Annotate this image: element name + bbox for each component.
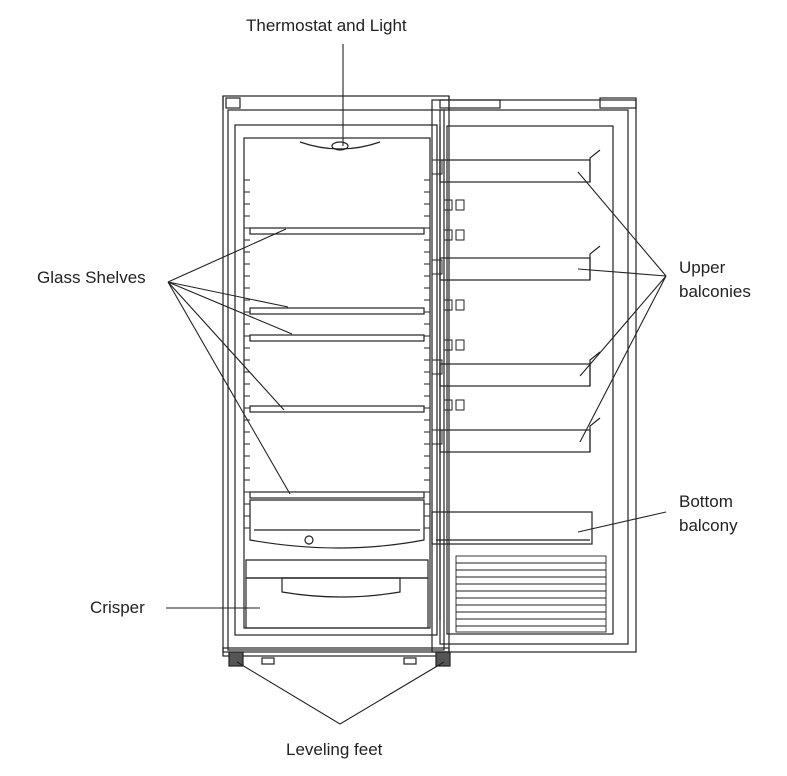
crisper-drawer	[245, 577, 429, 629]
bottom-balcony-label-line1: Bottom	[679, 492, 733, 511]
upper-balconies	[439, 149, 601, 453]
crisper-label: Crisper	[90, 598, 145, 617]
leveling-foot	[228, 651, 244, 667]
thermostat-light-housing	[299, 141, 381, 151]
base	[222, 647, 451, 667]
bottom-balcony-label-line2: balcony	[679, 516, 738, 535]
leader-leveling-feet	[236, 661, 445, 725]
leader-glass-shelves	[167, 228, 293, 495]
glass-shelf	[249, 227, 425, 235]
glass-shelf	[249, 405, 425, 413]
door-grille	[455, 555, 607, 633]
crisper-cover	[245, 499, 429, 579]
leader-bottom-balcony	[577, 511, 667, 533]
shelf-rails	[244, 179, 430, 529]
leader-lines	[166, 44, 667, 725]
thermostat-label: Thermostat and Light	[246, 16, 407, 35]
upper-balconies-label-line2: balconies	[679, 282, 751, 301]
cabinet	[222, 95, 450, 653]
upper-balcony	[439, 257, 591, 281]
glass-shelf	[249, 307, 425, 315]
upper-balcony	[439, 363, 591, 387]
bottom-balcony	[431, 511, 593, 545]
glass-shelves-label: Glass Shelves	[37, 268, 146, 287]
leveling-foot	[435, 651, 451, 667]
upper-balconies-label-line1: Upper	[679, 258, 726, 277]
upper-balcony	[439, 159, 591, 183]
door	[431, 97, 637, 653]
upper-balcony	[439, 429, 591, 453]
glass-shelves	[249, 227, 425, 499]
door-clips	[431, 159, 465, 445]
glass-shelf	[249, 491, 425, 499]
leveling-feet-label: Leveling feet	[286, 740, 383, 759]
glass-shelf	[249, 334, 425, 342]
leader-upper-balconies	[577, 171, 667, 443]
